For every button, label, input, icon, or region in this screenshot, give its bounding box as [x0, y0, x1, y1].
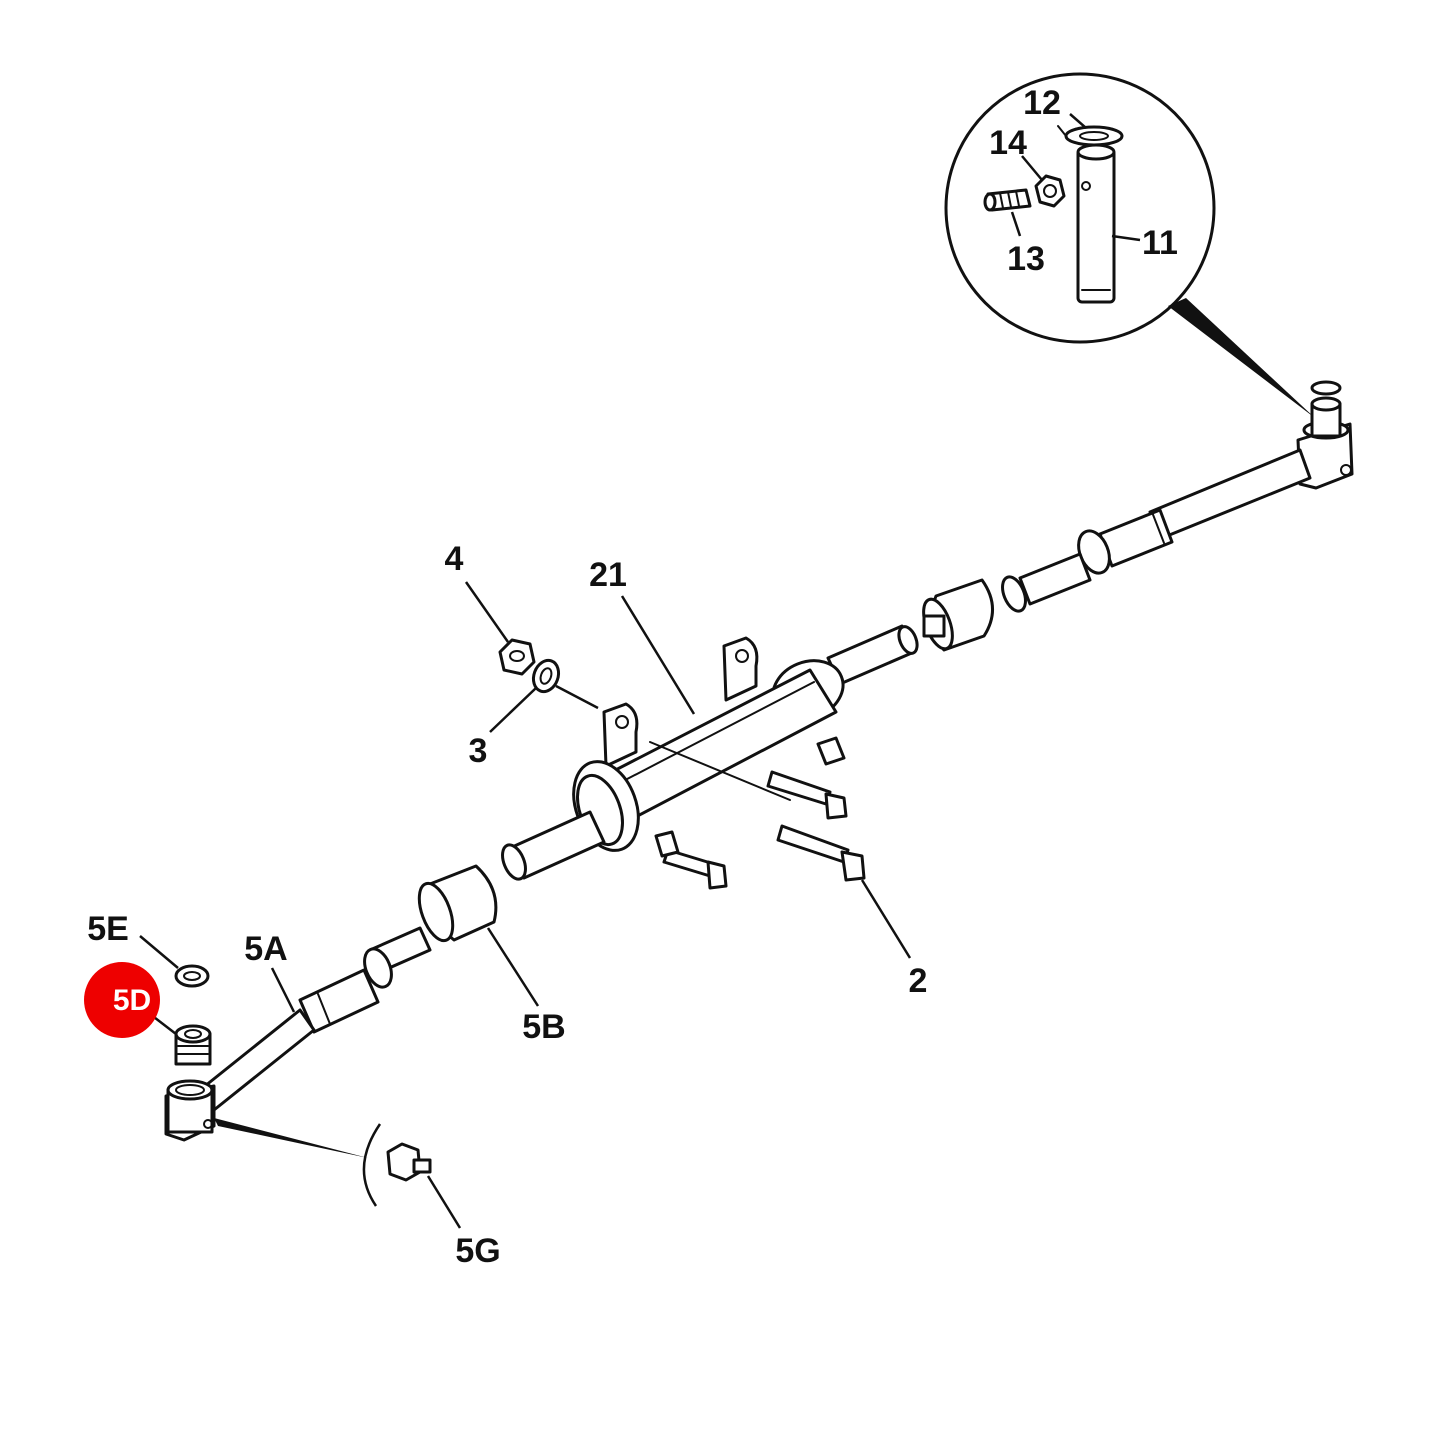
nut-part-14 — [1034, 174, 1066, 208]
label-21: 21 — [589, 556, 627, 594]
right-tie-rod — [922, 380, 1354, 652]
label-5G: 5G — [455, 1232, 500, 1270]
left-tie-rod — [164, 864, 498, 1142]
label-3: 3 — [469, 732, 488, 770]
label-13: 13 — [1007, 240, 1045, 278]
washer-part-3 — [531, 658, 561, 694]
label-5A: 5A — [244, 930, 287, 968]
label-5B: 5B — [522, 1008, 565, 1046]
screw-part-13 — [983, 188, 1032, 212]
nut-part-4 — [498, 638, 536, 676]
clip-ring-part-12 — [1057, 125, 1124, 147]
label-5E: 5E — [87, 910, 129, 948]
grease-fitting-part-5G — [386, 1142, 432, 1182]
highlight-marker — [84, 962, 160, 1038]
pin-part-11 — [1076, 143, 1116, 304]
label-5D: 5D — [113, 984, 151, 1017]
cylinder-part-21 — [501, 624, 919, 890]
washer-part-5E — [174, 964, 210, 988]
label-11: 11 — [1142, 224, 1178, 262]
detail-inset — [944, 72, 1315, 418]
label-4: 4 — [445, 540, 464, 578]
bushing-part-5D — [174, 1024, 212, 1066]
label-14: 14 — [989, 124, 1027, 162]
label-2: 2 — [909, 962, 928, 1000]
label-12: 12 — [1023, 84, 1061, 122]
